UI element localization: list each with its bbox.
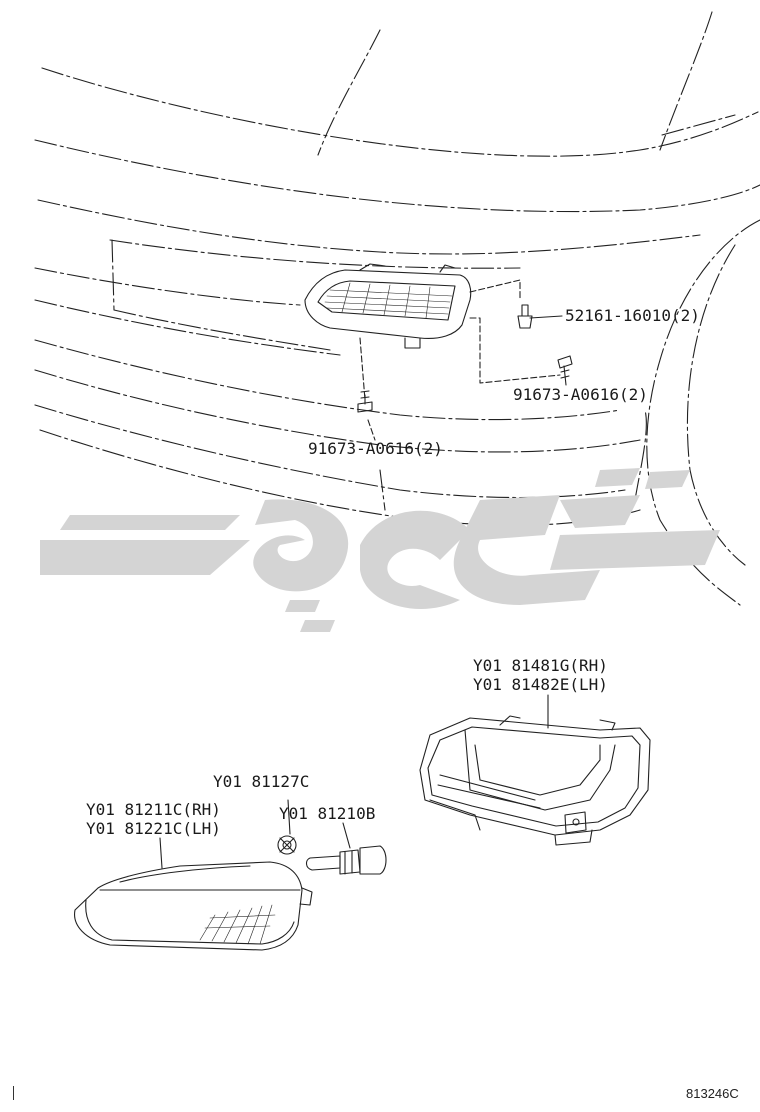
part-label-screw-right[interactable]: 91673-A0616(2) — [513, 385, 648, 404]
figure-code: 813246C — [686, 1086, 739, 1101]
part-label-socket[interactable]: Y01 81127C — [213, 772, 310, 791]
part-label-clip[interactable]: 52161-16010(2) — [565, 306, 700, 325]
leader-line-lamp — [159, 837, 163, 869]
watermark-logo — [40, 468, 720, 632]
part-label-lamp-lh[interactable]: Y01 81221C(LH) — [86, 819, 221, 838]
socket-icon — [277, 835, 297, 855]
part-label-screw-lower[interactable]: 91673-A0616(2) — [308, 439, 443, 458]
fog-lamp-lens-mounted — [304, 263, 472, 349]
screw-lower-icon — [357, 390, 373, 413]
part-label-bulb[interactable]: Y01 81210B — [279, 804, 376, 823]
leader-line-clip — [529, 315, 563, 319]
lamp-bracket-housing — [419, 715, 651, 846]
leader-lines-top — [359, 279, 561, 441]
leader-line-bulb — [342, 822, 351, 849]
fog-lamp-assembly — [74, 861, 313, 951]
part-label-lamp-rh[interactable]: Y01 81211C(RH) — [86, 800, 221, 819]
margin-tick — [13, 1086, 14, 1100]
part-label-housing-rh[interactable]: Y01 81481G(RH) — [473, 656, 608, 675]
clip-icon — [517, 304, 533, 329]
bulb-icon — [305, 845, 387, 875]
part-label-housing-lh[interactable]: Y01 81482E(LH) — [473, 675, 608, 694]
leader-line-socket — [287, 799, 291, 835]
screw-right-icon — [557, 355, 573, 386]
